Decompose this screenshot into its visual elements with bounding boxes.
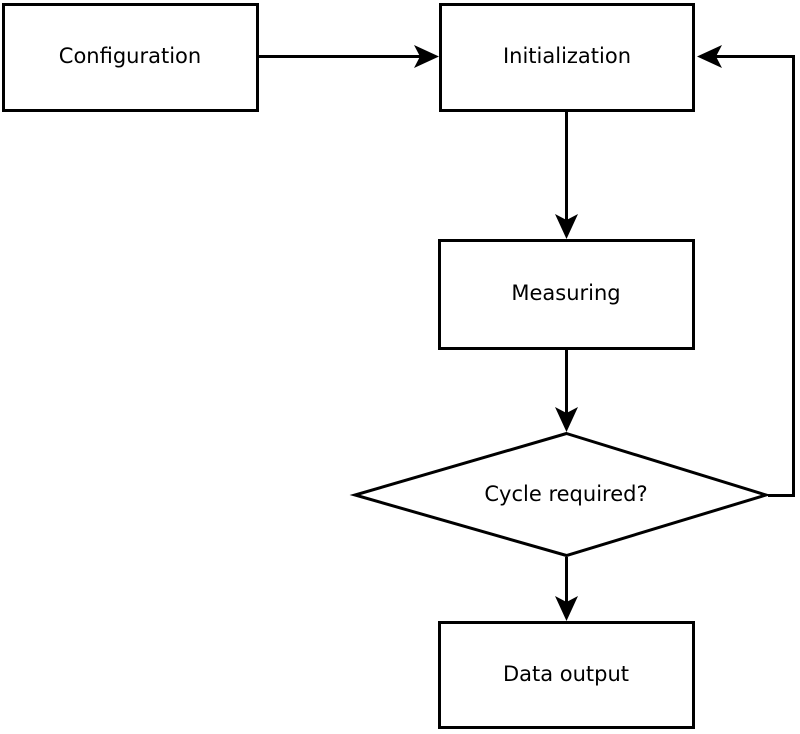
node-measuring[interactable]: Measuring — [438, 239, 695, 350]
configuration-box[interactable] — [2, 3, 259, 112]
measuring-box[interactable] — [438, 239, 695, 350]
configuration-label: Configuration — [59, 44, 201, 68]
cycle-required-label: Cycle required? — [484, 482, 647, 506]
initialization-label: Initialization — [503, 44, 631, 68]
arrowhead-into-initialization-right — [697, 45, 722, 68]
node-cycle-required[interactable]: Cycle required? — [349, 431, 772, 558]
node-data-output[interactable]: Data output — [438, 621, 695, 729]
initialization-box[interactable] — [439, 3, 695, 112]
node-initialization[interactable]: Initialization — [439, 3, 695, 112]
arrowhead-into-initialization-left — [414, 45, 439, 68]
data-output-label: Data output — [503, 662, 629, 686]
cycle-required-diamond[interactable] — [349, 431, 772, 558]
measuring-label: Measuring — [511, 281, 620, 305]
node-configuration[interactable]: Configuration — [2, 3, 259, 112]
edge-cycle-required-to-data-output — [555, 557, 578, 621]
edge-measuring-to-cycle-required — [555, 350, 578, 432]
edge-line-feedback-loop — [706, 55, 795, 497]
arrowhead-into-measuring-top — [555, 214, 578, 239]
edge-initialization-to-measuring — [555, 112, 578, 239]
edge-configuration-to-initialization — [259, 45, 439, 68]
data-output-box[interactable] — [438, 621, 695, 729]
arrowhead-into-cycle-required-top — [555, 407, 578, 432]
edge-cycle-required-to-initialization-feedback — [697, 45, 795, 497]
arrowhead-into-data-output-top — [555, 596, 578, 621]
